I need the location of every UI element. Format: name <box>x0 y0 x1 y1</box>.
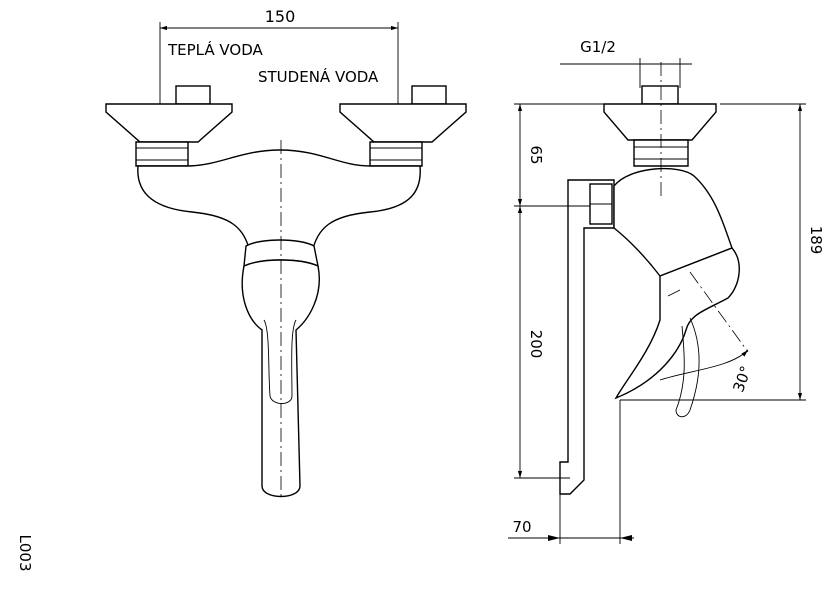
thread-label: G1/2 <box>580 38 616 56</box>
angle-arc <box>659 349 749 381</box>
mixer-body <box>137 149 421 253</box>
side-connector <box>641 85 679 105</box>
wall-plate <box>559 179 615 495</box>
left-connector <box>105 85 233 167</box>
front-view: 150 TEPLÁ VODA STUDENÁ VODA <box>105 7 467 500</box>
width-dimension: 150 <box>265 7 296 26</box>
dim-200: 200 <box>527 330 545 359</box>
dim-65: 65 <box>527 145 545 164</box>
drawing-code: L003 <box>16 535 34 572</box>
cold-water-label: STUDENÁ VODA <box>258 67 379 86</box>
dim-189: 189 <box>807 226 825 255</box>
side-view: G1/2 30° 65 200 <box>508 38 825 544</box>
lever-handle <box>241 259 320 498</box>
hot-water-label: TEPLÁ VODA <box>167 40 264 59</box>
angle-label: 30° <box>729 363 755 394</box>
dim-70: 70 <box>512 518 531 536</box>
side-body <box>613 167 733 277</box>
right-connector <box>339 85 467 167</box>
